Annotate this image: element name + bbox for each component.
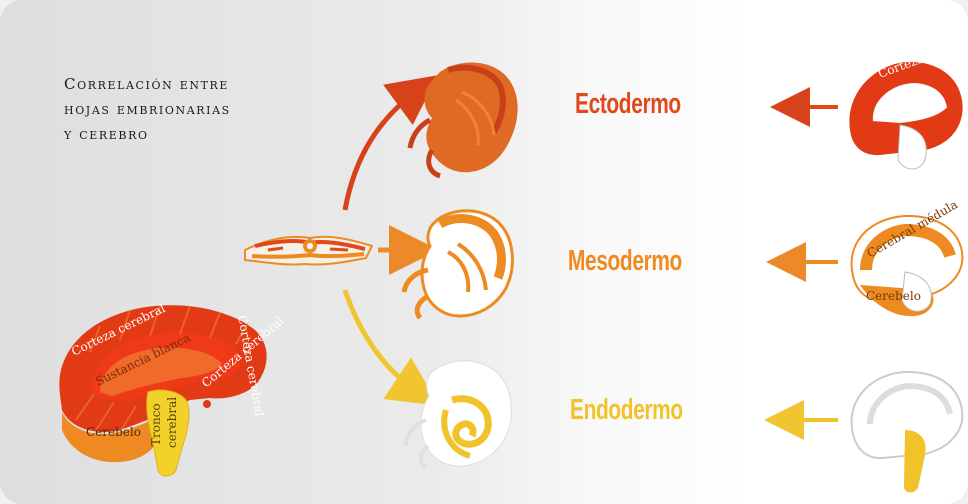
label-endodermo: Endodermo xyxy=(570,394,683,427)
label-cerebelo: Cerebelo xyxy=(86,425,141,439)
embryo-endodermo-icon xyxy=(406,361,511,468)
label-ectodermo: Ectodermo xyxy=(575,88,681,121)
brain-ectodermo-icon: Corteza cerebral xyxy=(849,33,968,169)
label-mesodermo: Mesodermo xyxy=(568,245,682,278)
arrow-to-ectodermo xyxy=(345,90,418,210)
brain-mesodermo-icon: Cerebral médula Cerebelo xyxy=(852,197,963,316)
embryo-mesodermo-icon xyxy=(404,211,512,318)
label-cerebral: cerebral xyxy=(165,397,179,448)
label-tronco: Tronco xyxy=(149,403,163,446)
embryonic-disc-icon xyxy=(245,237,372,265)
brain-meso-bottom-label: Cerebelo xyxy=(866,289,921,303)
brain-annotated-icon: Corteza cerebral Sustancia blanca Cortez… xyxy=(59,301,286,476)
arrow-to-endodermo xyxy=(345,290,418,392)
embryo-ectodermo-icon xyxy=(410,63,518,176)
brain-endodermo-icon xyxy=(852,372,963,493)
